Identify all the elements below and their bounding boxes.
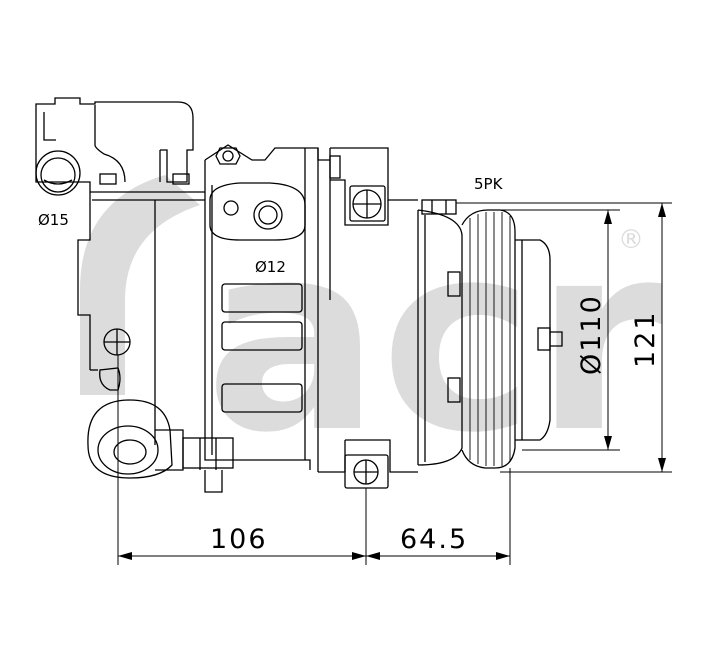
watermark-registered: ® — [618, 225, 644, 255]
port-manifold — [35, 97, 194, 196]
dimension-width-clutch: 64.5 — [400, 524, 468, 555]
acr-watermark: acr ® — [80, 175, 665, 490]
dimension-lines — [117, 202, 672, 565]
port-small-label: Ø12 — [255, 258, 286, 276]
dimension-pulley-diameter: Ø110 — [576, 294, 607, 375]
dimension-width-body: 106 — [210, 524, 268, 555]
dimension-height-total: 121 — [630, 310, 661, 368]
rear-housing — [77, 191, 205, 479]
clutch-pulley — [417, 199, 563, 469]
compressor-body — [155, 144, 418, 493]
watermark-arc-glyph — [80, 175, 200, 395]
port-large-label: Ø15 — [38, 211, 69, 229]
watermark-text: acr — [205, 188, 665, 490]
belt-label: 5PK — [474, 175, 504, 193]
